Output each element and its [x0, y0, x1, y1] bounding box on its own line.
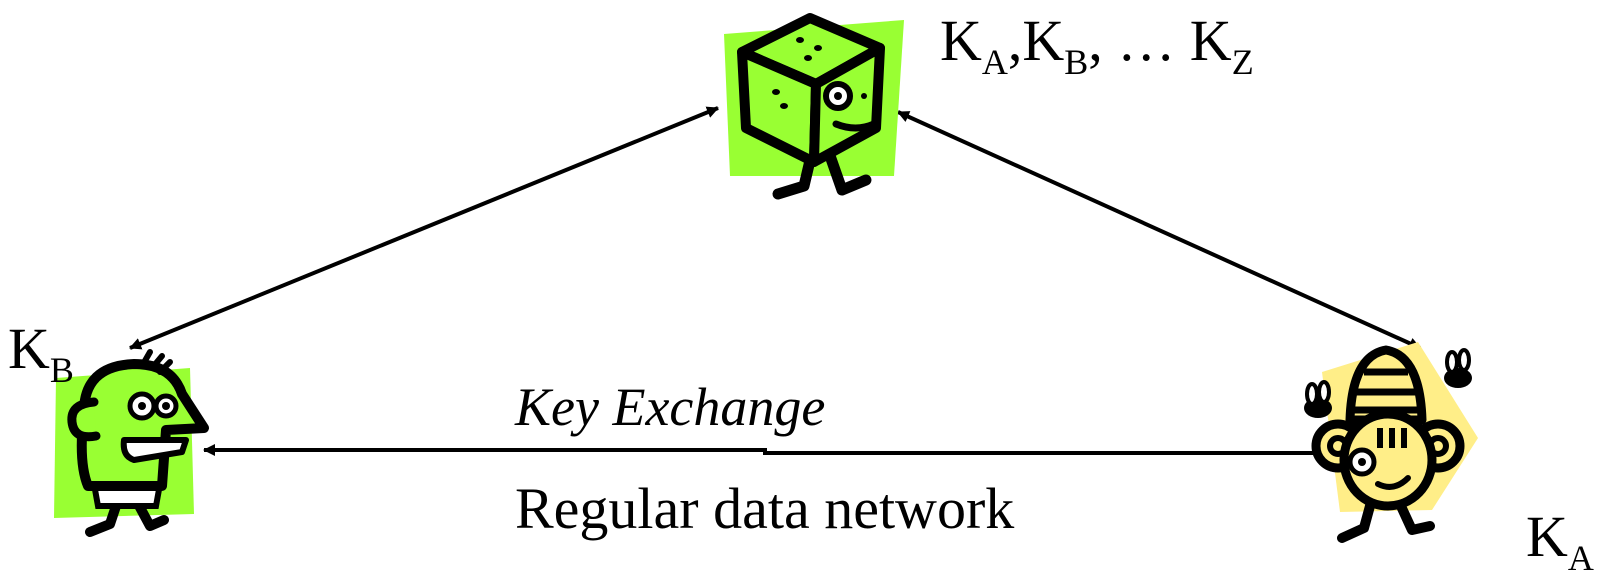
shell-character-icon	[1304, 342, 1478, 543]
regular-network-label: Regular data network	[515, 476, 1015, 541]
bird-character-icon	[54, 349, 209, 537]
bee-icon	[1444, 348, 1472, 388]
key-exchange-label: Key Exchange	[515, 377, 826, 437]
central-keys-label: KA,KB, … KZ	[940, 8, 1254, 82]
link-center-left	[129, 106, 719, 350]
bee-icon	[1304, 380, 1332, 418]
box-character-icon	[724, 13, 904, 200]
link-left-right	[203, 444, 1327, 459]
key-b-label: KB	[8, 316, 74, 390]
link-center-right	[897, 110, 1421, 350]
key-a-label: KA	[1526, 504, 1594, 578]
